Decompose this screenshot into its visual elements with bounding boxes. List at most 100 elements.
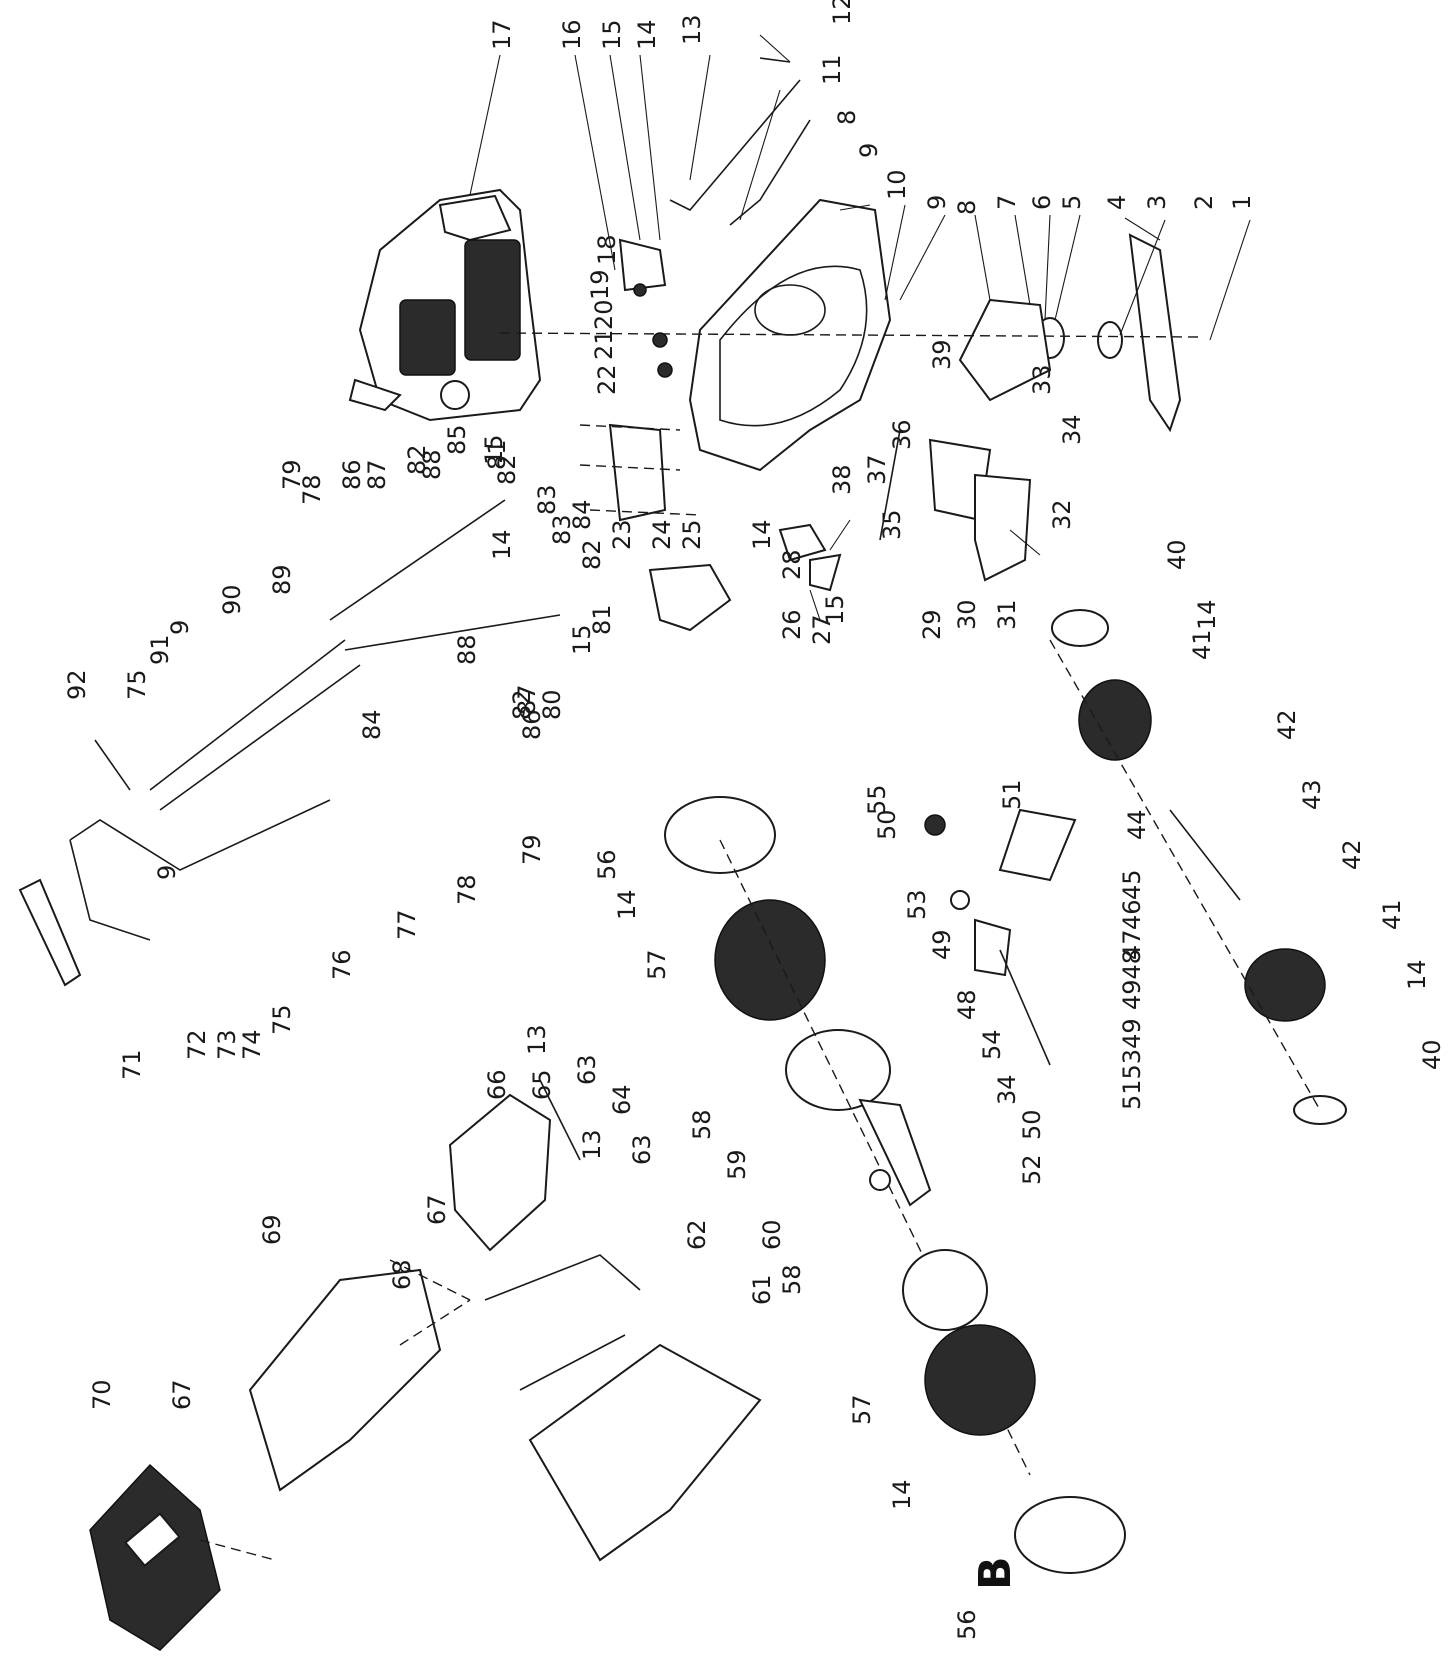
part-label-13: 13	[523, 1024, 551, 1055]
part-label-59: 59	[723, 1149, 751, 1180]
part-label-15: 15	[568, 624, 596, 655]
part-label-77: 77	[393, 909, 421, 940]
part-label-2: 2	[1190, 195, 1218, 210]
part-label-50: 50	[873, 809, 901, 840]
part-label-9: 9	[855, 143, 883, 158]
part-label-30: 30	[953, 599, 981, 630]
part-label-32: 32	[1048, 499, 1076, 530]
part-label-75: 75	[268, 1004, 296, 1035]
part-label-33: 33	[1028, 364, 1056, 395]
part-label-81: 81	[588, 604, 616, 635]
rear-cover	[448, 1079, 581, 1252]
part-label-37: 37	[863, 454, 891, 485]
part-label-24: 24	[648, 519, 676, 550]
part-label-60: 60	[758, 1219, 786, 1250]
part-label-5: 5	[1058, 195, 1086, 210]
part-label-14: 14	[748, 519, 776, 550]
part-label-42: 42	[1273, 709, 1301, 740]
part-label-76: 76	[328, 949, 356, 980]
part-label-55: 55	[863, 784, 891, 815]
part-label-9: 9	[166, 620, 194, 635]
part-label-53: 53	[903, 889, 931, 920]
part-label-78: 78	[453, 874, 481, 905]
part-label-79: 79	[278, 459, 306, 490]
part-label-52: 52	[1018, 1154, 1046, 1185]
part-label-82: 82	[493, 454, 521, 485]
part-label-12: 12	[828, 0, 856, 25]
part-label-68: 68	[388, 1259, 416, 1290]
rear-shell	[248, 1259, 471, 1492]
part-label-85: 85	[443, 424, 471, 455]
brackets-upper	[618, 238, 673, 378]
part-label-14: 14	[633, 19, 661, 50]
part-label-14: 14	[1193, 599, 1221, 630]
leader-lines	[469, 34, 1251, 621]
part-label-56: 56	[953, 1609, 981, 1640]
part-label-20: 20	[590, 299, 618, 330]
grass-bag	[484, 1254, 762, 1562]
part-label-8: 8	[833, 110, 861, 125]
rear-rods	[669, 57, 811, 226]
part-label-23: 23	[608, 519, 636, 550]
part-label-57: 57	[643, 949, 671, 980]
part-label-67: 67	[423, 1194, 451, 1225]
part-label-3: 3	[1143, 195, 1171, 210]
part-label-81: 81	[483, 439, 511, 470]
rear-flap	[579, 423, 701, 522]
part-label-91: 91	[146, 634, 174, 665]
part-label-73: 73	[213, 1029, 241, 1060]
part-label-57: 57	[848, 1394, 876, 1425]
part-label-14: 14	[1403, 959, 1431, 990]
part-label-84: 84	[358, 709, 386, 740]
part-label-14: 14	[488, 529, 516, 560]
part-label-40: 40	[1418, 1039, 1446, 1070]
part-label-15: 15	[821, 594, 849, 625]
rear-axle	[858, 1098, 932, 1207]
part-label-11: 11	[818, 54, 846, 85]
part-label-14: 14	[888, 1479, 916, 1510]
part-label-88: 88	[418, 449, 446, 480]
part-label-80: 80	[538, 689, 566, 720]
part-label-79: 79	[518, 834, 546, 865]
part-label-41: 41	[1378, 899, 1406, 930]
part-label-1: 1	[1228, 195, 1256, 210]
part-label-89: 89	[268, 564, 296, 595]
part-labels: 1234567889999101112131313141414141414141…	[63, 0, 1446, 1640]
part-label-35: 35	[878, 509, 906, 540]
part-label-10: 10	[883, 169, 911, 200]
view-letter: B	[970, 1556, 1021, 1590]
part-label-92: 92	[63, 669, 91, 700]
part-label-58: 58	[688, 1109, 716, 1140]
part-label-50: 50	[1018, 1109, 1046, 1140]
part-label-84: 84	[568, 499, 596, 530]
part-label-83: 83	[533, 484, 561, 515]
part-label-61: 61	[748, 1274, 776, 1305]
part-label-14: 14	[613, 889, 641, 920]
part-label-47: 47	[1118, 929, 1146, 960]
part-label-46: 46	[1118, 899, 1146, 930]
part-label-56: 56	[593, 849, 621, 880]
part-label-22: 22	[593, 364, 621, 395]
part-label-63: 63	[573, 1054, 601, 1085]
part-label-83: 83	[548, 514, 576, 545]
front-wheel-assembly	[1049, 609, 1347, 1125]
part-label-72: 72	[183, 1029, 211, 1060]
part-label-27: 27	[808, 614, 836, 645]
part-label-4: 4	[1103, 195, 1131, 210]
part-label-6: 6	[1028, 195, 1056, 210]
part-label-82: 82	[403, 444, 431, 475]
part-label-88: 88	[453, 634, 481, 665]
part-label-87: 87	[513, 684, 541, 715]
part-label-49: 49	[928, 929, 956, 960]
handle-assembly	[18, 499, 561, 987]
part-label-38: 38	[828, 464, 856, 495]
part-label-86: 86	[338, 459, 366, 490]
part-label-29: 29	[918, 609, 946, 640]
part-label-41: 41	[1188, 629, 1216, 660]
part-label-87: 87	[363, 459, 391, 490]
part-label-66: 66	[483, 1069, 511, 1100]
part-label-74: 74	[238, 1029, 266, 1060]
part-label-86: 86	[518, 709, 546, 740]
part-label-15: 15	[598, 19, 626, 50]
part-label-48: 48	[953, 989, 981, 1020]
